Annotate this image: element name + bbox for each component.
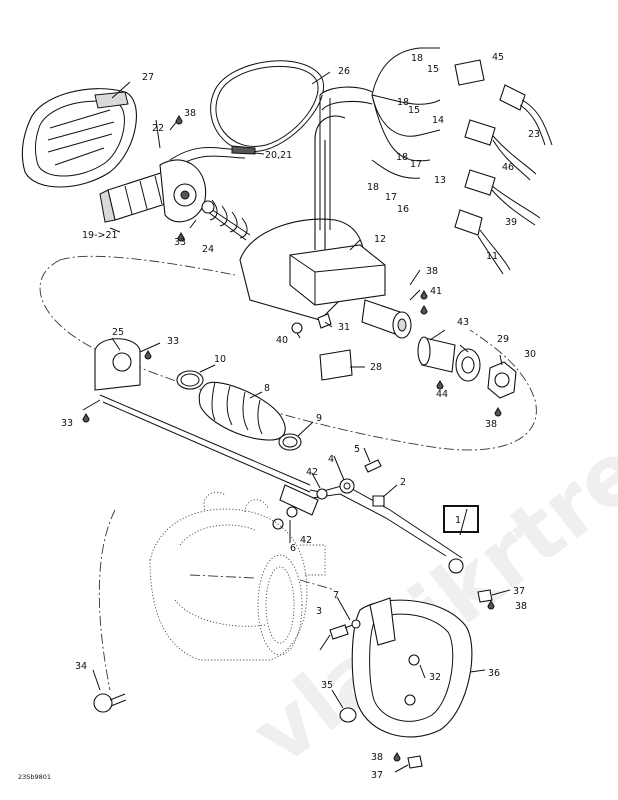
part-20-wire <box>169 145 256 167</box>
part-25-bracket <box>94 338 311 493</box>
callout-33c: 33 <box>61 418 73 429</box>
callout-31: 31 <box>338 322 350 333</box>
callout-35: 35 <box>321 680 333 691</box>
callout-38a: 38 <box>184 108 196 119</box>
wiring-harness <box>371 47 553 275</box>
callout-29: 29 <box>497 334 509 345</box>
callout-38b: 38 <box>426 266 438 277</box>
callout-34: 34 <box>75 661 87 672</box>
part-10-clamp <box>176 370 204 390</box>
part-29-washer <box>455 348 481 382</box>
drawing-reference-code: 23Sb9801 <box>18 773 51 781</box>
callout-18c: 18 <box>396 152 408 163</box>
callout-18a: 18 <box>411 53 423 64</box>
callout-16: 16 <box>397 204 409 215</box>
callout-5: 5 <box>354 444 360 455</box>
callout-12: 12 <box>374 234 386 245</box>
callout-18b: 18 <box>397 97 409 108</box>
callout-6: 6 <box>290 543 296 554</box>
pump-housing-dotted <box>149 491 326 661</box>
part-8-boot <box>198 381 286 441</box>
part-12-actuator-housing <box>239 86 386 321</box>
sealant-markers <box>82 115 502 762</box>
callout-33a: 33 <box>174 237 186 248</box>
part-26-belt <box>210 60 325 152</box>
callout-38c: 38 <box>485 419 497 430</box>
callout-10: 10 <box>214 354 226 365</box>
callout-1: 1 <box>455 515 461 526</box>
part-27-cover <box>21 88 137 188</box>
callout-43: 43 <box>457 317 469 328</box>
callout-42a: 42 <box>306 467 318 478</box>
callout-37b: 37 <box>371 770 383 781</box>
callout-22: 22 <box>152 123 164 134</box>
callout-38d: 38 <box>515 601 527 612</box>
leader-lines <box>82 71 511 773</box>
callout-17a: 17 <box>410 159 422 170</box>
callout-36: 36 <box>488 668 500 679</box>
part-36-nozzle <box>351 597 473 738</box>
callout-38e: 38 <box>371 752 383 763</box>
assembly-boundary-dashed <box>39 255 537 691</box>
callout-1-box <box>443 505 479 533</box>
callout-7: 7 <box>333 590 339 601</box>
callout-40: 40 <box>276 335 288 346</box>
callout-45: 45 <box>492 52 504 63</box>
callout-14: 14 <box>432 115 444 126</box>
callout-27: 27 <box>142 72 154 83</box>
callout-20: 20,21 <box>265 150 292 161</box>
callout-26: 26 <box>338 66 350 77</box>
callout-17b: 17 <box>385 192 397 203</box>
part-43-sleeve <box>417 336 456 373</box>
part-30-nut <box>487 361 517 399</box>
callout-23: 23 <box>528 129 540 140</box>
callout-2: 2 <box>400 477 406 488</box>
callout-37a: 37 <box>513 586 525 597</box>
bolts <box>93 313 493 769</box>
callout-44: 44 <box>436 389 448 400</box>
callout-24: 24 <box>202 244 214 255</box>
callout-30: 30 <box>524 349 536 360</box>
callout-39: 39 <box>505 217 517 228</box>
callout-11: 11 <box>486 251 498 262</box>
part-19-motor <box>99 159 207 223</box>
callout-33b: 33 <box>167 336 179 347</box>
callout-8: 8 <box>264 383 270 394</box>
callout-46: 46 <box>502 162 514 173</box>
callout-18d: 18 <box>367 182 379 193</box>
part-41-shaft <box>361 299 412 339</box>
callout-42b: 42 <box>300 535 312 546</box>
part-24-spring <box>201 199 251 241</box>
callout-9: 9 <box>316 413 322 424</box>
callout-28: 28 <box>370 362 382 373</box>
callout-25: 25 <box>112 327 124 338</box>
callout-13: 13 <box>434 175 446 186</box>
part-9-clamp <box>278 433 302 451</box>
callout-41: 41 <box>430 286 442 297</box>
callout-4: 4 <box>328 454 334 465</box>
callout-15b: 15 <box>408 105 420 116</box>
callout-15a: 15 <box>427 64 439 75</box>
callout-labels: 27 26 45 18 15 18 15 14 23 38 22 20,21 1… <box>61 52 540 781</box>
callout-19: 19->21 <box>82 230 118 241</box>
callout-32: 32 <box>429 672 441 683</box>
callout-3: 3 <box>316 606 322 617</box>
